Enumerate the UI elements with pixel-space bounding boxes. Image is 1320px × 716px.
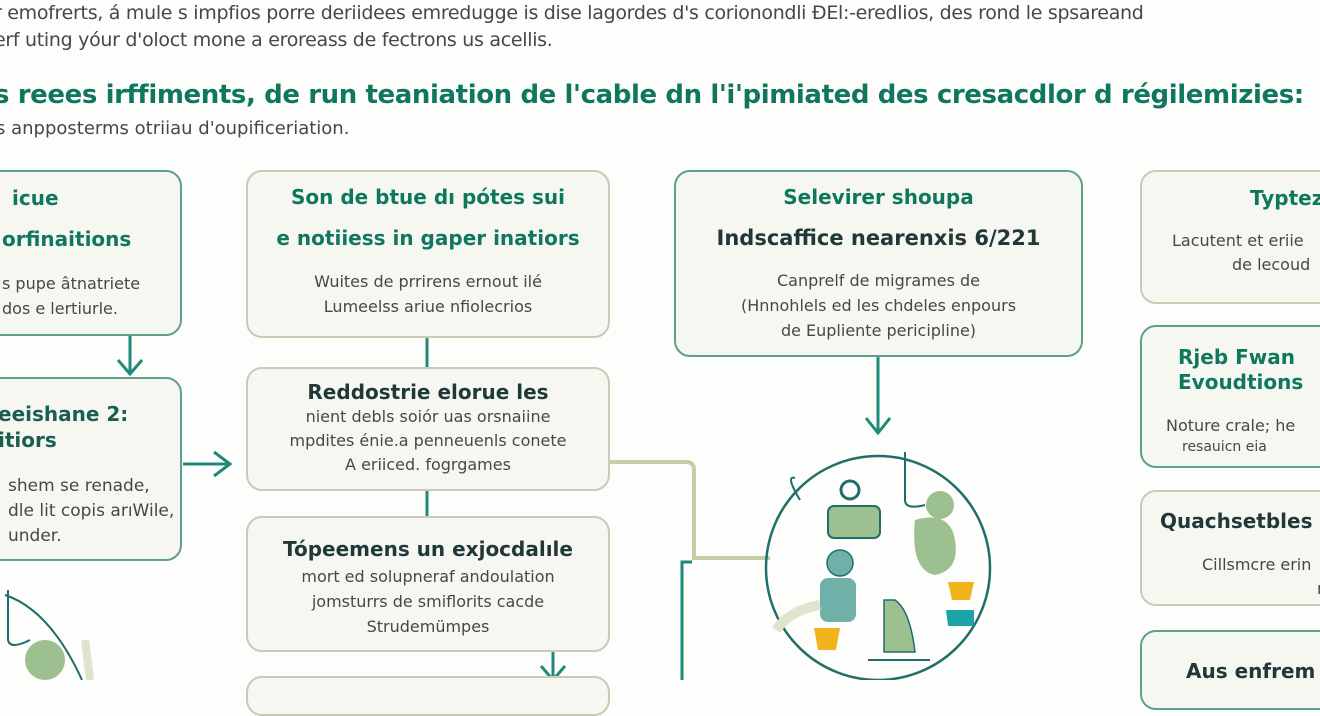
card-i-title: Reddostrie elorue les [307,380,549,404]
card-d: Typtez Lacutent et eriie de lecoud [1140,170,1320,304]
card-a-text: dos e lertiurle. [2,299,118,318]
arrow-a-to-h [116,336,144,377]
card-h-text-line: under. [8,526,62,546]
card-i-text: nient debls soiór uas orsnaiine [305,407,551,426]
person-blue-icon [826,549,854,577]
arrow-h-to-i [183,450,233,478]
card-a: icue orfinaitions s pupe âtnatriete dos … [0,170,182,336]
card-b-title: Son de btue dı pótes sui [290,185,565,209]
card-j: Tópeemens un exjocdalıle mort ed solupne… [246,516,610,652]
card-h-text-line: dle lit copis arıWile, [8,501,175,521]
card-h-title: eeishane 2:itiors [0,401,128,453]
eye-icon [839,479,861,501]
card-i: Reddostrie elorue les nient debls soiór … [246,367,610,491]
card-a-text: s pupe âtnatriete [2,274,141,293]
card-c-title: Selevirer shoupa [783,185,974,209]
card-j-title: Tópeemens un exjocdalıle [283,537,573,561]
card-k [246,676,610,716]
card-d-title: Typtez [1250,186,1320,210]
card-c: Selevirer shoupa Indscaffice nearenxis 6… [674,170,1083,357]
card-c-text: (Hnnohlels ed les chdeles enpours [740,296,1017,315]
card-h-text: shem se renade, dle lit copis arıWile, u… [8,474,174,549]
card-h-text-line: shem se renade, [8,476,150,496]
card-i-text: A eriiced. fogrgames [345,455,511,474]
intro-line-2: erf uting yóur d'oloct mone a eroreass d… [0,29,553,51]
card-e-title-line: Rjeb Fwan [1178,345,1295,369]
line-olive-to-circle [610,460,770,560]
arrow-j-down [539,652,567,680]
section-heading: s reees irffiments, de run teaniation de… [0,80,1304,110]
card-b-subtitle: e notiiess in gaper inatiors [276,226,580,250]
card-d-text: Lacutent et eriie [1172,231,1304,250]
person-green-icon [914,517,956,575]
card-j-text: mort ed solupneraf andoulation [301,567,555,586]
card-a-subtitle: orfinaitions [2,227,132,251]
card-f-text: r [1317,576,1320,601]
card-e-text: resauicn eia [1182,439,1267,455]
card-h-title-line: itiors [0,428,57,452]
card-g-title: Aus enfrem [1186,659,1316,683]
card-g: Aus enfrem [1140,630,1320,710]
card-f-text: Cillsmcre erin [1202,555,1312,574]
card-f: Quachsetbles Cillsmcre erin r [1140,490,1320,606]
card-h-title-line: eeishane 2: [0,402,129,426]
card-b-text: Wuites de prrirens ernout ilé [314,272,542,291]
arrow-c-to-circle [864,357,892,436]
team-illustration [764,452,992,680]
intro-line-1: r emofrerts, á mule s impfios porre deri… [0,2,1144,24]
card-j-text: jomsturrs de smiflorits cacde [311,592,545,611]
card-d-text: de lecoud [1232,255,1311,274]
cup-yellow-icon [948,582,974,600]
card-f-title: Quachsetbles [1160,509,1313,533]
card-a-title: icue [12,186,59,210]
device-icon [827,505,881,539]
card-h: eeishane 2:itiors shem se renade, dle li… [0,377,182,561]
connectors [4,336,992,680]
card-e-text: Noture crale; he [1166,416,1296,435]
section-subheading: s anpposterms otriiau d'oupificeriation. [0,118,350,139]
card-j-text: Strudemümpes [366,617,490,636]
card-e-title-line: Evoudtions [1178,370,1304,394]
card-c-subtitle: Indscaffice nearenxis 6/221 [716,226,1041,250]
card-i-text: mpdites énie.a penneuenls conete [289,431,567,450]
card-b: Son de btue dı pótes sui e notiiess in g… [246,170,610,338]
card-c-text: Canprelf de migrames de [776,271,980,290]
person-illustration-left [4,590,94,680]
cup-cyan-icon [946,610,974,626]
circle-outline [764,454,992,680]
card-b-text: Lumeelss ariue nfiolecrios [323,297,533,316]
chart-icon [883,599,916,653]
card-c-text: de Eupliente pericipline) [780,321,977,340]
line-teal-down [680,560,692,680]
cup-yellow-icon [814,628,840,650]
